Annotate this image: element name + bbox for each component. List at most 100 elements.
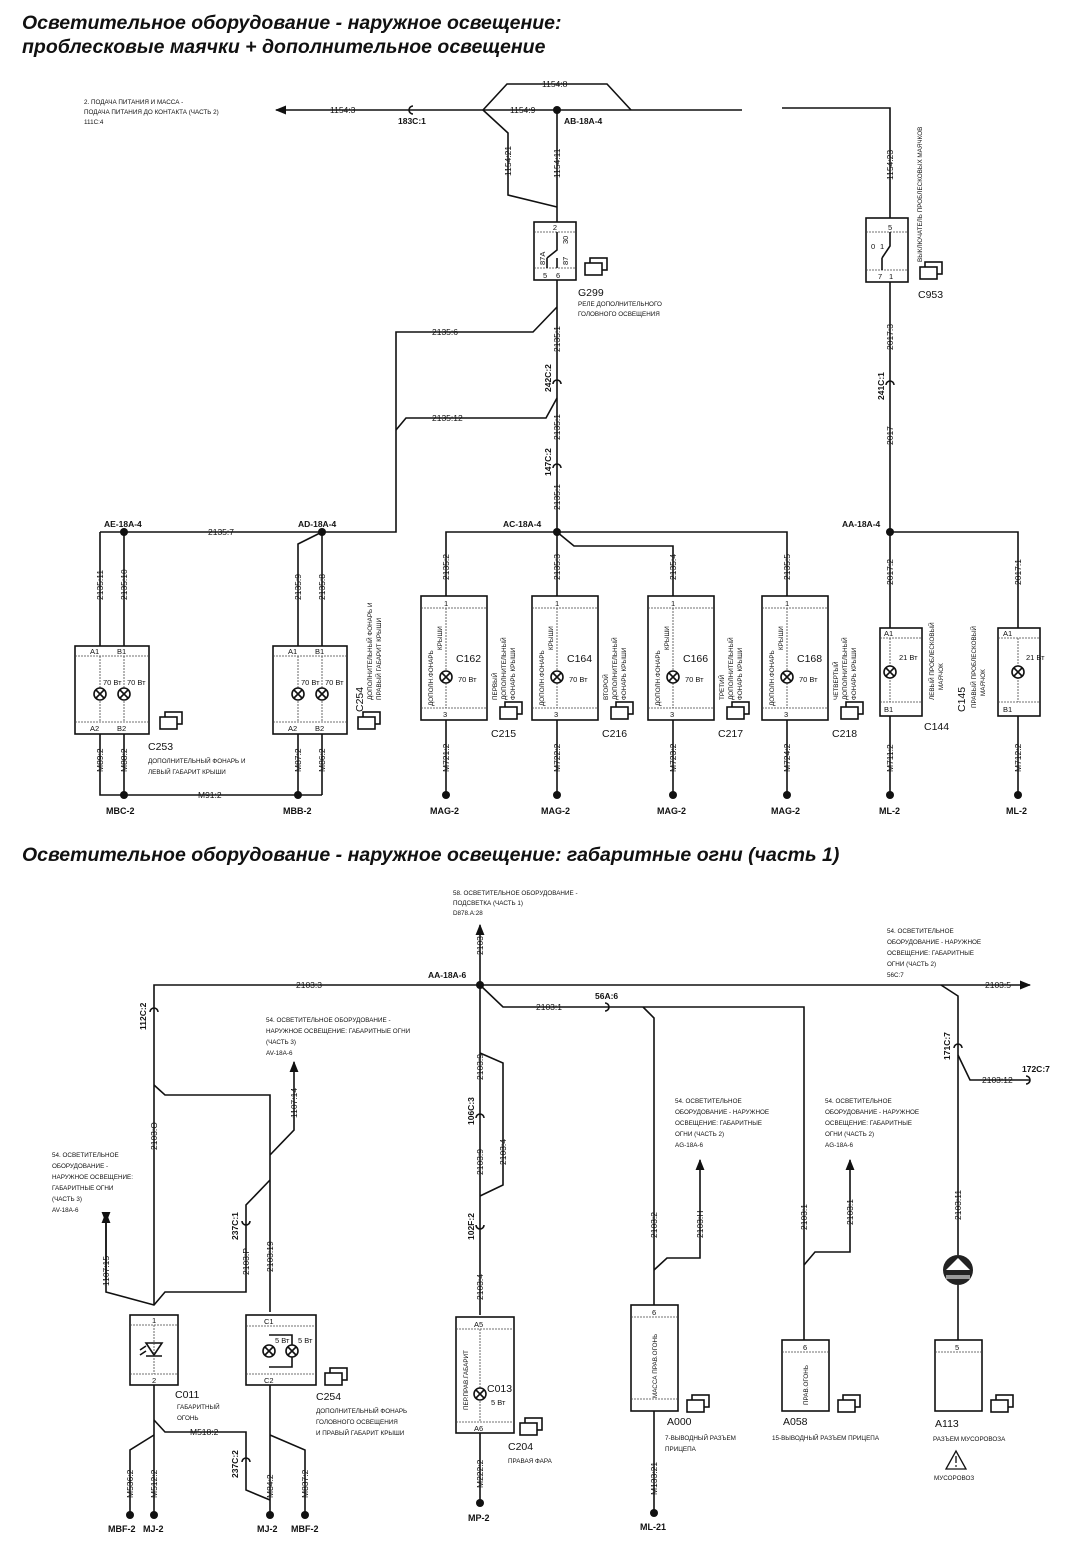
ground-mbc-label: MBC-2 — [106, 806, 135, 816]
wire-2135-9[interactable] — [297, 531, 323, 646]
a113-id: A113 — [935, 1418, 959, 1430]
wire-2103-p[interactable] — [105, 1179, 271, 1306]
roof-lamp-desc-3: ФОНАРЬ КРЫШИ — [510, 647, 517, 700]
wire-m711-m712[interactable] — [889, 716, 1019, 795]
connector-112c-icon — [149, 1007, 159, 1013]
ground-mag-label: MAG-2 — [430, 806, 459, 816]
c253-id: C253 — [148, 741, 173, 753]
wire-1154-23[interactable] — [782, 107, 891, 218]
wire-2103-19[interactable] — [153, 1084, 271, 1312]
wire-2103-1c[interactable] — [803, 1158, 855, 1266]
connector-view-icon — [919, 261, 943, 280]
wire-m89[interactable] — [99, 734, 124, 796]
wire-1154-21[interactable] — [482, 109, 558, 208]
c253-desc-1: ДОПОЛНИТЕЛЬНЫЙ ФОНАРЬ И — [148, 756, 246, 765]
wire-m518[interactable] — [153, 1419, 271, 1501]
connector-147c-icon — [552, 463, 562, 469]
wire-2103-1[interactable] — [479, 984, 805, 1340]
roof-lamp-inner-1: ДОПОЛН.ФОНАРЬ — [539, 650, 546, 706]
wire-m837[interactable] — [269, 1434, 306, 1515]
roof-lamp-box[interactable] — [647, 595, 715, 721]
wire-2103-2[interactable] — [642, 1006, 655, 1305]
wire-label-m133: M133:21 — [649, 1462, 659, 1495]
lamp-c013[interactable] — [455, 1316, 515, 1434]
roof-lamp-id: C164 — [567, 653, 592, 665]
wire-label-m712: M712:2 — [1013, 743, 1023, 772]
c254-pin-b1: B1 — [315, 647, 324, 656]
section2-diagram: 58. ОСВЕТИТЕЛЬНОЕ ОБОРУДОВАНИЕ - ПОДСВЕТ… — [52, 890, 1050, 1534]
ref-right-line4: ОГНИ (ЧАСТЬ 2) — [887, 961, 936, 968]
led-icon — [139, 1325, 164, 1374]
a058-inner-label: ПРАВ.ОГОНЬ — [803, 1365, 810, 1405]
roof-lamp-watt: 70 Вт — [458, 675, 477, 684]
connector-183c: 183C:1 — [398, 116, 426, 126]
section1-title-line1: Осветительное оборудование - наружное ос… — [22, 12, 562, 34]
c253-watt-2: 70 Вт — [127, 678, 146, 687]
wire-m536[interactable] — [129, 1434, 155, 1515]
wire-1107-14[interactable] — [269, 1060, 299, 1156]
c145-desc-1: ПРАВЫЙ ПРОБЛЕСКОВЫЙ — [969, 626, 978, 708]
c253-watt-1: 70 Вт — [103, 678, 122, 687]
connector-view-icon — [584, 257, 608, 276]
roof-lamp-box[interactable] — [761, 595, 829, 721]
roof-lamp-connector-id: C216 — [602, 728, 627, 740]
a000-desc-1: 7-ВЫВОДНЫЙ РАЗЪЕМ — [665, 1433, 736, 1442]
relay-contact-icon — [546, 232, 558, 268]
c253-pin-b1: B1 — [117, 647, 126, 656]
connector-a000[interactable] — [630, 1304, 679, 1412]
wire-2103-12[interactable] — [957, 1054, 1030, 1081]
c144-pin-a1: A1 — [884, 629, 893, 638]
wire-label-m512: M512:2 — [149, 1469, 159, 1498]
wire-label-1154-23: 1154:23 — [885, 150, 895, 180]
bulb-icon — [262, 1344, 276, 1358]
ref-ag1-line1: 54. ОСВЕТИТЕЛЬНОЕ — [675, 1098, 742, 1105]
wire-1154-8[interactable] — [482, 83, 632, 111]
roof-lamp-inner-1: ДОПОЛН.ФОНАРЬ — [655, 650, 662, 706]
ref-ag1-line3: ОСВЕЩЕНИЕ: ГАБАРИТНЫЕ — [675, 1120, 762, 1127]
wire-2103-bus[interactable] — [153, 980, 1032, 1185]
lamp-c253[interactable] — [74, 645, 150, 735]
relay-desc-1: РЕЛЕ ДОПОЛНИТЕЛЬНОГО — [578, 301, 662, 308]
wire-label-2103-2: 2103:2 — [649, 1212, 659, 1238]
roof-lamp-connector-id: C215 — [491, 728, 516, 740]
ground-ml-1-label: ML-2 — [879, 806, 900, 816]
splice-ae-label: AE-18A-4 — [104, 519, 142, 529]
bulb-icon — [93, 687, 107, 701]
connector-view-icon — [324, 1367, 348, 1386]
wire-label-2135-9: 2135:9 — [293, 574, 303, 600]
wire-label-1107-15: 1107:15 — [101, 1256, 111, 1286]
wire-2017-beacons[interactable] — [889, 531, 1019, 628]
wire-2103-h[interactable] — [653, 1158, 705, 1271]
connector-56a: 56A:6 — [595, 991, 618, 1001]
ref-right-line3: ОСВЕЩЕНИЕ: ГАБАРИТНЫЕ — [887, 950, 974, 957]
section1-diagram: 2. ПОДАЧА ПИТАНИЯ И МАССА - ПОДАЧА ПИТАН… — [74, 79, 1045, 816]
section2-title: Осветительное оборудование - наружное ос… — [22, 844, 840, 866]
roof-lamp-pin-top: 1 — [555, 599, 559, 608]
ground-mbf-2 — [301, 1511, 309, 1519]
ref-right-line5: 56C:7 — [887, 972, 904, 979]
wire-m87-m86[interactable] — [297, 734, 323, 795]
wire-2103-4-bypass[interactable] — [479, 1052, 504, 1197]
roof-lamp-box[interactable] — [531, 595, 599, 721]
c253-desc-2: ЛЕВЫЙ ГАБАРИТ КРЫШИ — [148, 767, 226, 776]
wire-2103-11[interactable] — [940, 984, 959, 1255]
wire-2135-roof-bus[interactable] — [445, 531, 788, 596]
section1-title-line2: проблесковые маячки + дополнительное осв… — [22, 36, 546, 58]
lamp-c254-head[interactable] — [245, 1314, 317, 1386]
wire-label-m721: M721:2 — [441, 743, 451, 772]
switch-pos-1: 1 — [880, 242, 884, 251]
wire-2135-12[interactable] — [395, 397, 558, 431]
roof-lamp-box[interactable] — [420, 595, 488, 721]
wire-2135-6[interactable] — [322, 306, 558, 533]
roof-lamp-desc-1: ВТОРОЙ — [601, 674, 610, 700]
lamp-c254-roof[interactable] — [272, 645, 348, 735]
splice-aa-label: AA-18A-4 — [842, 519, 881, 529]
wire-2135-4[interactable] — [556, 531, 674, 596]
connector-102f-icon — [475, 1224, 485, 1230]
connector-102f: 102F:2 — [466, 1213, 476, 1240]
connector-view-icon — [837, 1394, 861, 1413]
